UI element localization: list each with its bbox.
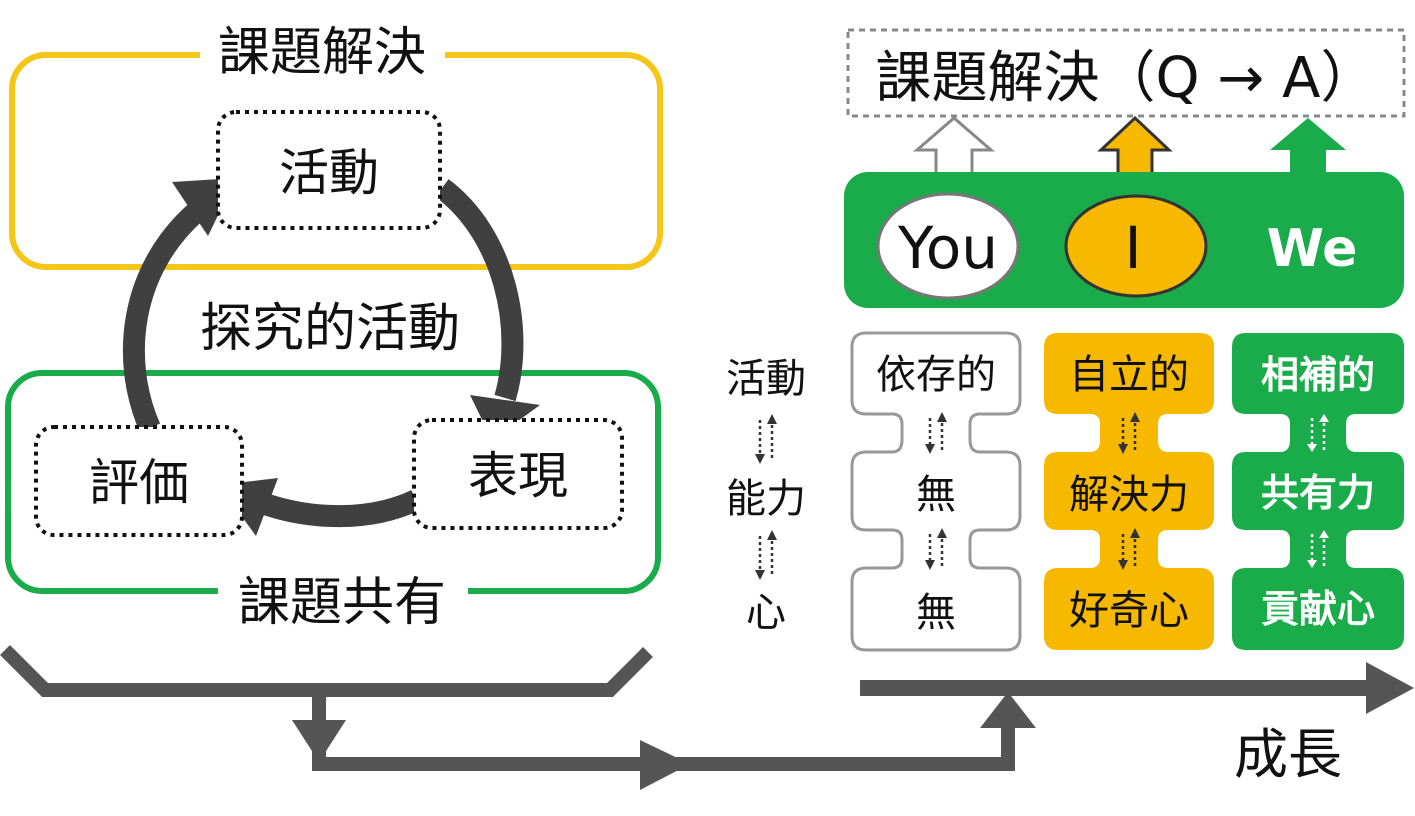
cycle-arrows	[122, 179, 524, 528]
growth-arrowhead-icon	[1366, 662, 1414, 714]
we-column: 相補的 共有力 貢献心	[1232, 333, 1404, 650]
bottom-bracket	[0, 645, 1015, 771]
task-solving-label-bg	[200, 18, 445, 88]
arc-evaluation-to-activity	[122, 203, 204, 433]
we-ability: 共有力	[1261, 471, 1375, 515]
row-label-ability: 能力	[726, 476, 806, 522]
flow-arrowhead-up-icon	[980, 692, 1036, 728]
we-heart: 貢献心	[1261, 587, 1375, 631]
we-activity: 相補的	[1261, 353, 1375, 397]
task-solving-label: 課題解決	[218, 23, 426, 83]
row-label-activity: 活動	[726, 356, 806, 402]
actor-you-label: You	[897, 214, 998, 282]
node-expression-box	[412, 418, 624, 530]
growth-label: 成長	[1234, 723, 1342, 786]
i-heart: 好奇心	[1069, 588, 1189, 634]
you-column: 依存的 無 無	[850, 331, 1022, 652]
actor-i-label: I	[1124, 214, 1141, 282]
row-label-arrows	[755, 414, 777, 580]
node-evaluation-box	[34, 425, 244, 537]
inquiry-label-bg	[180, 290, 480, 362]
you-column-shape	[850, 331, 1022, 652]
we-column-shape	[1232, 333, 1404, 650]
task-sharing-label: 課題共有	[238, 573, 446, 633]
flow-arrowhead-down-icon	[292, 720, 346, 762]
you-ellipse	[876, 192, 1020, 300]
arc-activity-to-expression	[435, 179, 524, 402]
goal-box	[846, 28, 1406, 118]
i-ellipse	[1064, 194, 1208, 298]
i-column: 自立的 解決力 好奇心	[1044, 333, 1214, 650]
node-expression-label: 表現	[468, 447, 568, 505]
you-ability: 無	[916, 472, 956, 518]
i-column-shape	[1044, 333, 1214, 650]
task-sharing-label-bg	[218, 568, 468, 636]
i-ability: 解決力	[1069, 472, 1189, 518]
flow-arrowhead-right-icon	[640, 740, 690, 790]
node-activity-label: 活動	[279, 144, 379, 202]
arc-expression-to-evaluation	[258, 489, 421, 528]
you-heart: 無	[916, 590, 956, 636]
i-activity: 自立的	[1069, 352, 1189, 398]
node-activity-box	[216, 110, 442, 230]
inquiry-activity-label: 探究的活動	[200, 299, 460, 359]
node-evaluation-label: 評価	[89, 454, 189, 512]
row-label-heart: 心	[746, 590, 786, 636]
actor-we-label: We	[1267, 219, 1358, 279]
you-activity: 依存的	[876, 352, 996, 398]
we-up-arrow-icon	[1270, 118, 1346, 186]
goal-label: 課題解決（Q → A）	[876, 46, 1377, 111]
